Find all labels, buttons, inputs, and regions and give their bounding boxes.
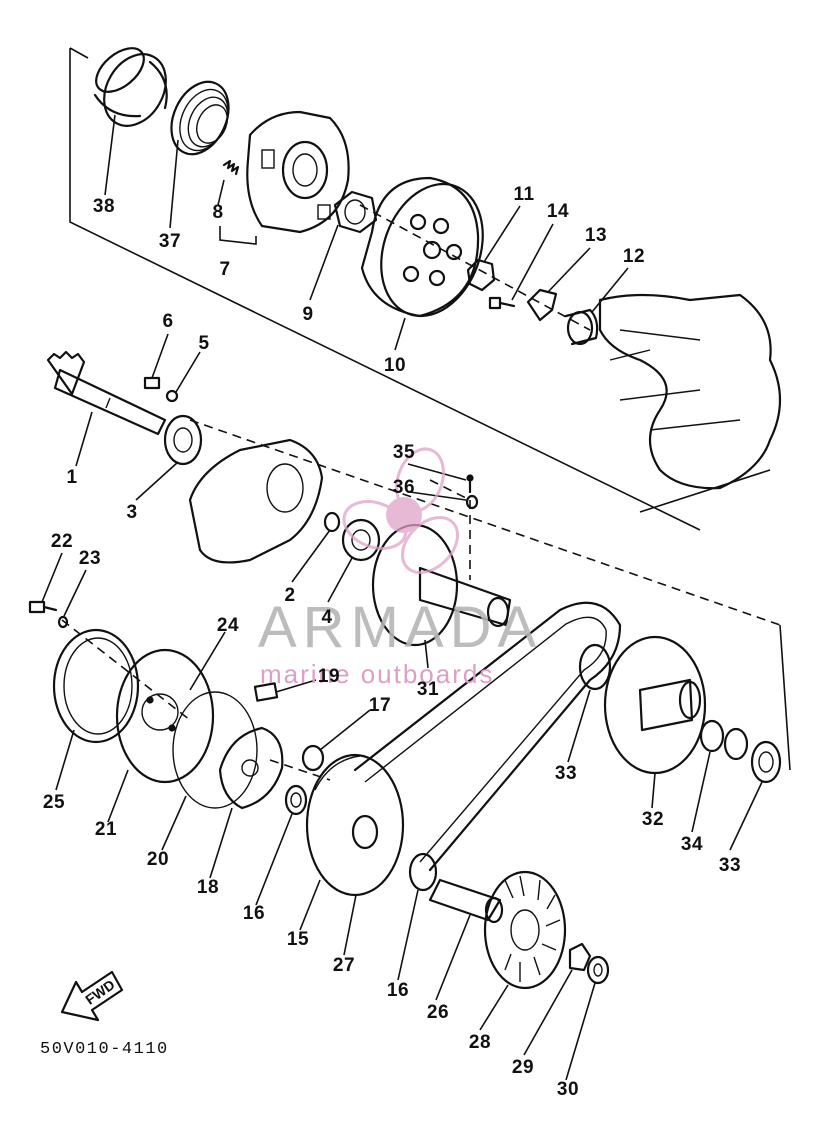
callout-10: 10 xyxy=(383,355,407,376)
part-16b-collar xyxy=(408,852,438,892)
callout-19: 19 xyxy=(317,666,341,687)
part-36-o-ring xyxy=(465,494,479,510)
part-5-washer xyxy=(165,389,179,403)
callout-6: 6 xyxy=(162,311,174,332)
callout-33-right: 33 xyxy=(718,855,742,876)
callout-18: 18 xyxy=(196,877,220,898)
callout-12: 12 xyxy=(622,246,646,267)
callout-38: 38 xyxy=(92,196,116,217)
part-32-secondary-sheave xyxy=(603,635,707,775)
part-13-plate xyxy=(526,288,558,322)
part-35-pin xyxy=(466,474,474,494)
callout-11: 11 xyxy=(513,184,535,205)
v-belt xyxy=(353,601,622,872)
callout-32: 32 xyxy=(641,809,665,830)
part-7-clutch-carrier xyxy=(222,110,350,234)
part-33a-oil-seal xyxy=(578,643,612,691)
part-19-slider xyxy=(253,682,279,702)
watermark-brand-name: ARMADA xyxy=(258,595,543,660)
callout-3: 3 xyxy=(126,502,138,523)
part-34-o-rings xyxy=(699,719,749,761)
part-29-washer xyxy=(568,942,592,972)
part-16a-collar xyxy=(284,784,308,816)
callout-20: 20 xyxy=(146,849,170,870)
callout-26: 26 xyxy=(426,1002,450,1023)
callout-16-right: 16 xyxy=(386,980,410,1001)
part-22-bolt xyxy=(28,600,58,614)
part-2-circlip xyxy=(323,511,341,533)
part-38-sleeve xyxy=(93,47,168,127)
callout-31: 31 xyxy=(416,679,440,700)
part-15-primary-sheave xyxy=(305,753,405,897)
armada-watermark-logo xyxy=(342,447,459,574)
watermark-tagline: marine outboards xyxy=(260,659,495,689)
callout-35: 35 xyxy=(392,442,416,463)
callout-13: 13 xyxy=(584,225,608,246)
part-25-gasket xyxy=(52,628,140,744)
part-18-cam xyxy=(218,726,284,810)
callout-37: 37 xyxy=(158,231,182,252)
part-1-shaft xyxy=(46,350,167,436)
callout-17: 17 xyxy=(368,695,392,716)
callout-2: 2 xyxy=(284,585,296,606)
callout-30: 30 xyxy=(556,1079,580,1100)
callout-leaders xyxy=(41,114,763,1081)
part-23-washer xyxy=(57,615,69,629)
part-37-spring xyxy=(170,80,230,156)
part-9-nut xyxy=(333,190,378,234)
gearcase-cover xyxy=(188,438,324,564)
callout-15: 15 xyxy=(286,929,310,950)
callout-5: 5 xyxy=(198,333,210,354)
part-6-bolt xyxy=(143,376,161,390)
part-20-o-ring xyxy=(172,691,258,809)
part-10-clutch-housing xyxy=(360,176,484,318)
callout-22: 22 xyxy=(50,531,74,552)
callout-14: 14 xyxy=(546,201,570,222)
part-12-sleeve xyxy=(564,308,599,346)
part-17-weight xyxy=(301,744,325,772)
callout-1: 1 xyxy=(66,467,78,488)
callout-27: 27 xyxy=(332,955,356,976)
part-21-cover xyxy=(115,648,215,784)
callout-29: 29 xyxy=(511,1057,535,1078)
callout-24: 24 xyxy=(216,615,240,636)
part-33b-oil-seal xyxy=(750,740,782,784)
callout-16-left: 16 xyxy=(242,903,266,924)
callout-25: 25 xyxy=(42,792,66,813)
callout-33-left: 33 xyxy=(554,763,578,784)
callout-23: 23 xyxy=(78,548,102,569)
fwd-arrow-icon xyxy=(60,970,124,1022)
callout-7: 7 xyxy=(219,259,231,280)
callout-34: 34 xyxy=(680,834,704,855)
part-14-bolt xyxy=(488,296,516,310)
part-11-nut xyxy=(466,258,496,292)
part-26-spacer xyxy=(428,878,504,924)
part-3-bearing xyxy=(163,414,203,466)
callout-21: 21 xyxy=(94,819,118,840)
part-4-oil-seal xyxy=(341,518,381,562)
drawing-code: 50V010-4110 xyxy=(40,1040,169,1059)
callout-4: 4 xyxy=(321,607,333,628)
callout-28: 28 xyxy=(468,1032,492,1053)
part-28-fixed-sheave xyxy=(483,870,567,990)
part-30-nut xyxy=(586,955,610,985)
callout-8: 8 xyxy=(212,202,224,223)
crankcase-outline xyxy=(598,293,782,513)
callout-9: 9 xyxy=(302,304,314,325)
callout-36: 36 xyxy=(392,477,416,498)
